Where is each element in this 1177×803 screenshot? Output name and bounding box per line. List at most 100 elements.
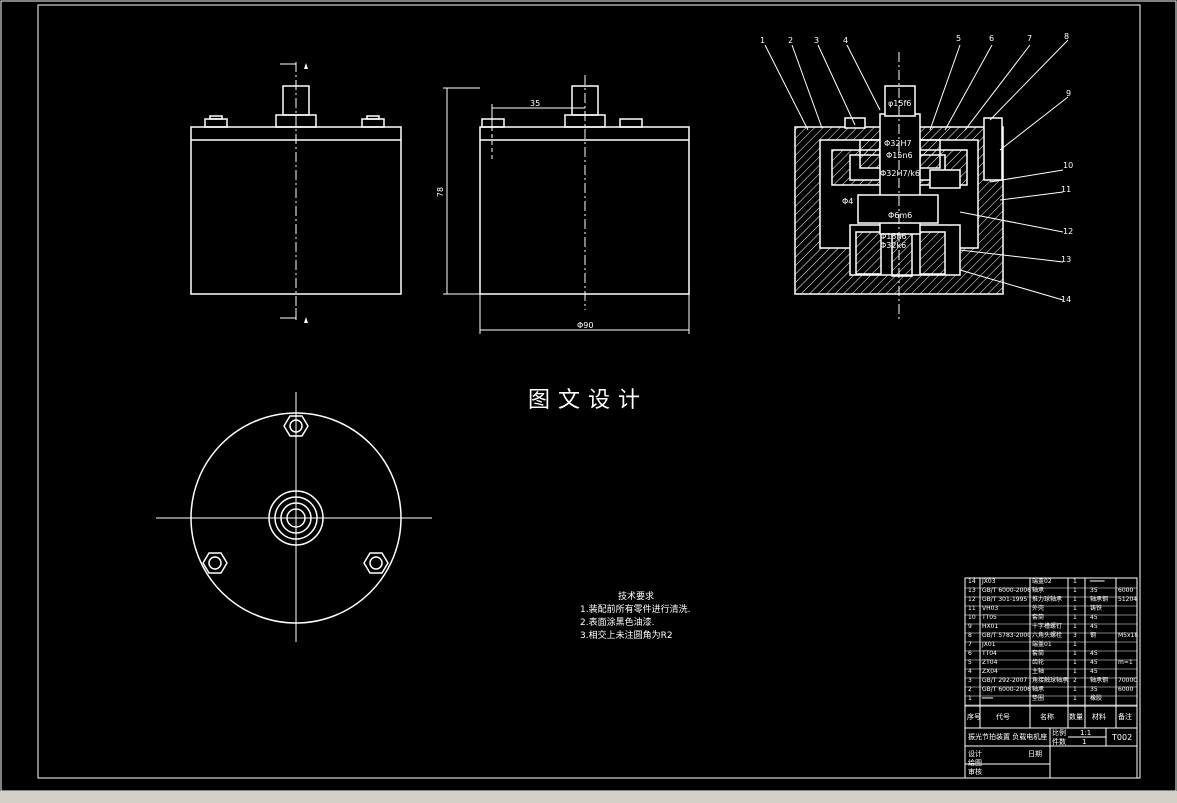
bom-cell-material: 轴承钢 [1090,596,1109,603]
bom-cell-material: 轴承钢 [1090,677,1109,684]
bom-cell-code: JX03 [982,578,996,585]
bom-cell-code: HX01 [982,623,999,630]
bom-cell-material: 45 [1090,650,1098,657]
balloon-14: 14 [1061,295,1072,304]
bom-cell-code: GB/T 5783-2000 [982,632,1032,639]
bom-cell-name: 端盖01 [1032,641,1052,648]
bom-cell-name: 六角头螺栓 [1032,632,1063,639]
bom-cell-remark: m=1 [1118,659,1133,666]
bom-cell-name: 推力球轴承 [1032,596,1063,603]
leader-lines [764,39,1069,301]
section-label-1: φ15f6 [888,99,912,108]
inner-border [37,4,1141,779]
bom-header-name: 名称 [1040,713,1054,721]
bom-header-material: 材料 [1092,713,1106,721]
balloon-10: 10 [1063,161,1074,170]
bottom-scrollbar[interactable] [0,791,1177,803]
bom-cell-qty: 1 [1073,668,1077,675]
tech-note-2: 2.表面涂黑色油漆. [580,618,655,628]
tech-note-3: 3.相交上未注圆角为R2 [580,631,673,641]
bom-cell-qty: 1 [1073,695,1077,702]
bom-cell-name: 齿轮 [1032,659,1045,666]
balloon-4: 4 [843,36,849,45]
bom-cell-remark: 6000 [1118,587,1134,594]
front-view [190,62,402,320]
count-label: 件数 [1052,738,1066,746]
watermark-text: 图文设计 [528,388,649,413]
bom-cell-name: 角接触球轴承 [1032,677,1069,684]
bom-cell-qty: 1 [1073,623,1077,630]
bom-cell-code: ━━━ [982,695,993,702]
bom-cell-qty: 3 [1073,632,1077,639]
draw-label: 绘图 [968,759,982,767]
bom-cell-qty: 1 [1073,650,1077,657]
bom-cell-name: 套筒 [1032,650,1045,657]
tech-note-1: 1.装配前所有零件进行清洗. [580,605,691,615]
bom-cell-material: 橡胶 [1090,695,1103,702]
bom-cell-no: 5 [968,659,972,666]
bom-header-qty: 数量 [1069,713,1083,721]
dim-width: Φ90 [577,321,594,330]
bom-cell-code: GB/T 301-1995 [982,596,1028,603]
bom-cell-no: 8 [968,632,972,639]
bom-header-no: 序号 [967,713,981,721]
bom-cell-remark: 7000C [1118,677,1138,684]
bom-cell-material: 铸铁 [1090,605,1103,612]
balloon-1: 1 [760,36,766,45]
bom-cell-material: 35 [1090,686,1098,693]
bom-cell-no: 10 [968,614,976,621]
bom-cell-name: 外壳 [1032,605,1045,612]
check-label: 审核 [968,768,982,776]
balloon-5: 5 [956,34,962,43]
bom-cell-no: 1 [968,695,972,702]
balloon-6: 6 [989,34,995,43]
dim-height: 78 [436,186,446,198]
section-label-5: Φ4 [842,197,854,206]
balloon-13: 13 [1061,255,1072,264]
bom-cell-name: 垫圈 [1032,695,1045,702]
section-label-7: Φ13h6 [880,232,907,241]
date-label: 日期 [1028,750,1042,758]
bom-cell-qty: 1 [1073,596,1077,603]
bom-header-code: 代号 [996,713,1010,721]
drawing-title: 振光节拍装置 负载电机座 [968,733,1048,741]
bom-cell-name: 轴承 [1032,587,1045,594]
bom-cell-code: TT05 [982,614,997,621]
bom-cell-code: VH03 [982,605,999,612]
bom-cell-qty: 1 [1073,614,1077,621]
side-view [479,75,690,310]
bom-cell-name: 端盖02 [1032,578,1052,585]
bom-cell-code: ZT04 [982,659,998,666]
bom-cell-no: 3 [968,677,972,684]
bom-cell-material: 45 [1090,659,1098,666]
bom-cell-name: 轴承 [1032,686,1045,693]
bom-cell-no: 11 [968,605,976,612]
scale-value: 1:1 [1080,729,1092,737]
section-label-8: Φ32k6 [880,241,907,250]
bom-row-lines [965,587,1137,706]
bom-cell-name: 十字槽螺钉 [1032,623,1063,630]
bom-cell-code: GB/T 292-2007 [982,677,1028,684]
section-view [794,52,1004,320]
count-value: 1 [1082,738,1087,746]
balloon-8: 8 [1064,32,1070,41]
bom-cell-material: ━━━━ [1090,578,1105,585]
bom-cell-material: 45 [1090,623,1098,630]
bom-cell-no: 14 [968,578,976,585]
balloon-12: 12 [1063,227,1074,236]
scale-label: 比例 [1052,729,1066,737]
bom-cell-remark: M5x18 [1118,632,1139,639]
bom-cell-name: 主轴 [1032,668,1045,675]
bom-cell-qty: 2 [1073,677,1077,684]
bom-cell-no: 9 [968,623,972,630]
bom-cell-name: 套筒 [1032,614,1045,621]
tech-requirements-title: 技术要求 [618,592,655,602]
bom-cell-material: 钢 [1090,632,1097,639]
design-label: 设计 [968,750,982,758]
bom-cell-no: 12 [968,596,976,603]
bom-cell-no: 2 [968,686,972,693]
bom-cell-code: TT04 [982,650,997,657]
bom-cell-material: 45 [1090,668,1098,675]
bom-cell-remark: 6000 [1118,686,1134,693]
bom-cell-code: GB/T 6000-2006 [982,587,1032,594]
